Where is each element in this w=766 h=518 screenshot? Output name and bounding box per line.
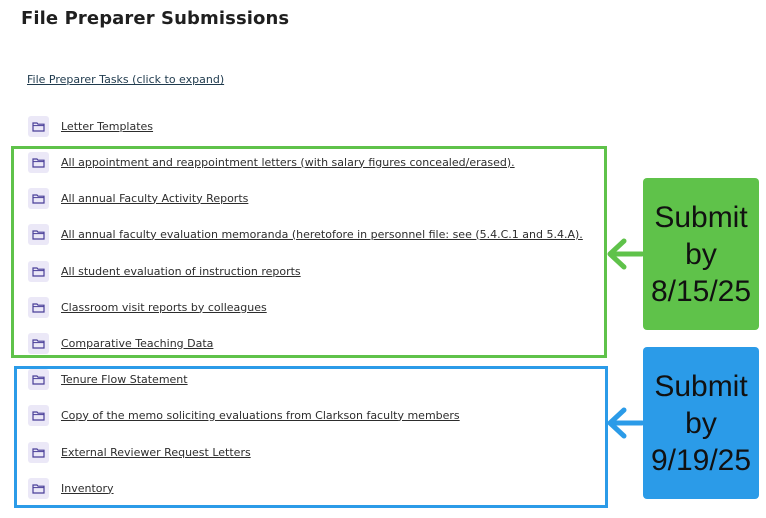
list-item-label[interactable]: All annual Faculty Activity Reports bbox=[61, 191, 249, 205]
folder-icon bbox=[28, 223, 49, 245]
list-item-label[interactable]: Inventory bbox=[61, 481, 114, 495]
blue-arrow-icon bbox=[607, 407, 644, 439]
submit-deadline-callout-green: Submit by 8/15/25 bbox=[643, 178, 759, 330]
folder-icon bbox=[28, 115, 49, 137]
list-item-external-reviewer-letters[interactable]: External Reviewer Request Letters bbox=[28, 440, 251, 464]
folder-icon bbox=[28, 151, 49, 173]
list-item-label[interactable]: All annual faculty evaluation memoranda … bbox=[61, 227, 583, 241]
list-item-memo-soliciting-evaluations[interactable]: Copy of the memo soliciting evaluations … bbox=[28, 403, 460, 427]
callout-date: 8/15/25 bbox=[650, 274, 752, 308]
list-item-label[interactable]: All student evaluation of instruction re… bbox=[61, 264, 301, 278]
list-item-student-evaluation-reports[interactable]: All student evaluation of instruction re… bbox=[28, 259, 301, 283]
list-item-letter-templates[interactable]: Letter Templates bbox=[28, 114, 153, 138]
folder-icon bbox=[28, 187, 49, 209]
list-item-label[interactable]: Tenure Flow Statement bbox=[61, 372, 188, 386]
callout-line: Submit bbox=[654, 369, 748, 403]
list-item-inventory[interactable]: Inventory bbox=[28, 476, 114, 500]
submit-deadline-callout-blue: Submit by 9/19/25 bbox=[643, 347, 759, 499]
blue-highlight-frame bbox=[14, 366, 608, 508]
list-item-label[interactable]: All appointment and reappointment letter… bbox=[61, 155, 515, 169]
folder-icon bbox=[28, 260, 49, 282]
list-item-appointment-letters[interactable]: All appointment and reappointment letter… bbox=[28, 150, 515, 174]
callout-date: 9/19/25 bbox=[650, 443, 752, 477]
list-item-evaluation-memoranda[interactable]: All annual faculty evaluation memoranda … bbox=[28, 222, 583, 246]
callout-line: by bbox=[685, 237, 717, 271]
folder-icon bbox=[28, 296, 49, 318]
green-highlight-frame bbox=[11, 146, 607, 358]
folder-icon bbox=[28, 368, 49, 390]
callout-line: by bbox=[685, 406, 717, 440]
folder-icon bbox=[28, 477, 49, 499]
list-item-label[interactable]: External Reviewer Request Letters bbox=[61, 445, 251, 459]
list-item-label[interactable]: Comparative Teaching Data bbox=[61, 336, 214, 350]
folder-icon bbox=[28, 441, 49, 463]
folder-icon bbox=[28, 404, 49, 426]
list-item-faculty-activity-reports[interactable]: All annual Faculty Activity Reports bbox=[28, 186, 248, 210]
list-item-label[interactable]: Letter Templates bbox=[61, 119, 154, 133]
folder-icon bbox=[28, 332, 49, 354]
file-preparer-tasks-link[interactable]: File Preparer Tasks (click to expand) bbox=[27, 73, 225, 86]
list-item-tenure-flow-statement[interactable]: Tenure Flow Statement bbox=[28, 367, 188, 391]
list-item-label[interactable]: Classroom visit reports by colleagues bbox=[61, 300, 267, 314]
callout-line: Submit bbox=[654, 200, 748, 234]
list-item-comparative-teaching-data[interactable]: Comparative Teaching Data bbox=[28, 331, 213, 355]
list-item-classroom-visit-reports[interactable]: Classroom visit reports by colleagues bbox=[28, 295, 267, 319]
green-arrow-icon bbox=[607, 238, 644, 270]
page-title: File Preparer Submissions bbox=[21, 8, 290, 29]
list-item-label[interactable]: Copy of the memo soliciting evaluations … bbox=[61, 408, 460, 422]
